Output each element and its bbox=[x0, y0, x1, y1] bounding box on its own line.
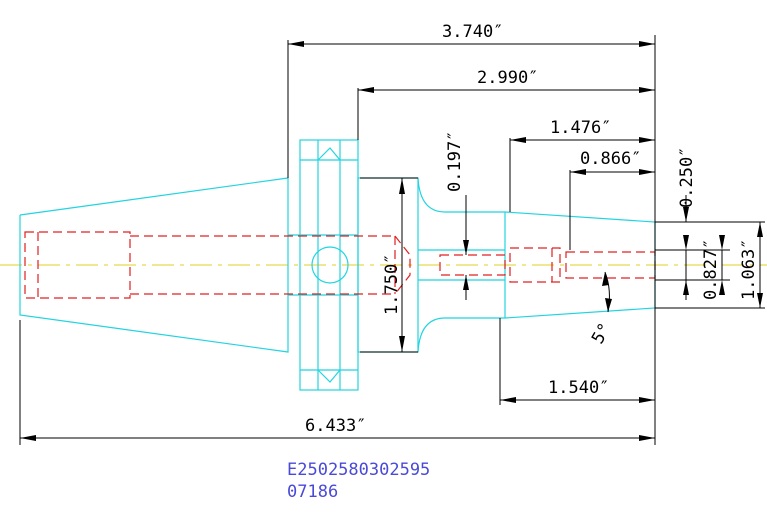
dim-bore-diameter: 0.827″ bbox=[701, 239, 721, 300]
dimension-lines bbox=[19, 35, 765, 445]
dim-nose-diameter: 1.063″ bbox=[739, 239, 759, 300]
dim-bore-depth: 1.476″ bbox=[550, 118, 611, 138]
dim-flange-to-end: 2.990″ bbox=[477, 68, 538, 88]
taper-shank bbox=[19, 177, 289, 353]
part-number: E2502580302595 bbox=[287, 460, 430, 480]
coolant-hole bbox=[439, 254, 506, 276]
dim-overall-length: 6.433″ bbox=[305, 416, 366, 436]
dim-drawbar-hole: 0.197″ bbox=[445, 131, 465, 192]
neck bbox=[417, 177, 505, 353]
dim-inner-bore-depth: 0.866″ bbox=[580, 149, 641, 169]
dim-overall-top: 3.740″ bbox=[442, 22, 503, 42]
dim-flange-diameter: 1.750″ bbox=[382, 254, 402, 315]
dim-neck-length: 1.540″ bbox=[548, 378, 609, 398]
part-code: 07186 bbox=[287, 482, 338, 502]
drive-slot bbox=[311, 246, 349, 284]
drawbar-bore bbox=[24, 231, 131, 299]
dim-wall-offset: 0.250″ bbox=[677, 147, 697, 208]
dim-taper-angle: 5° bbox=[588, 320, 616, 348]
